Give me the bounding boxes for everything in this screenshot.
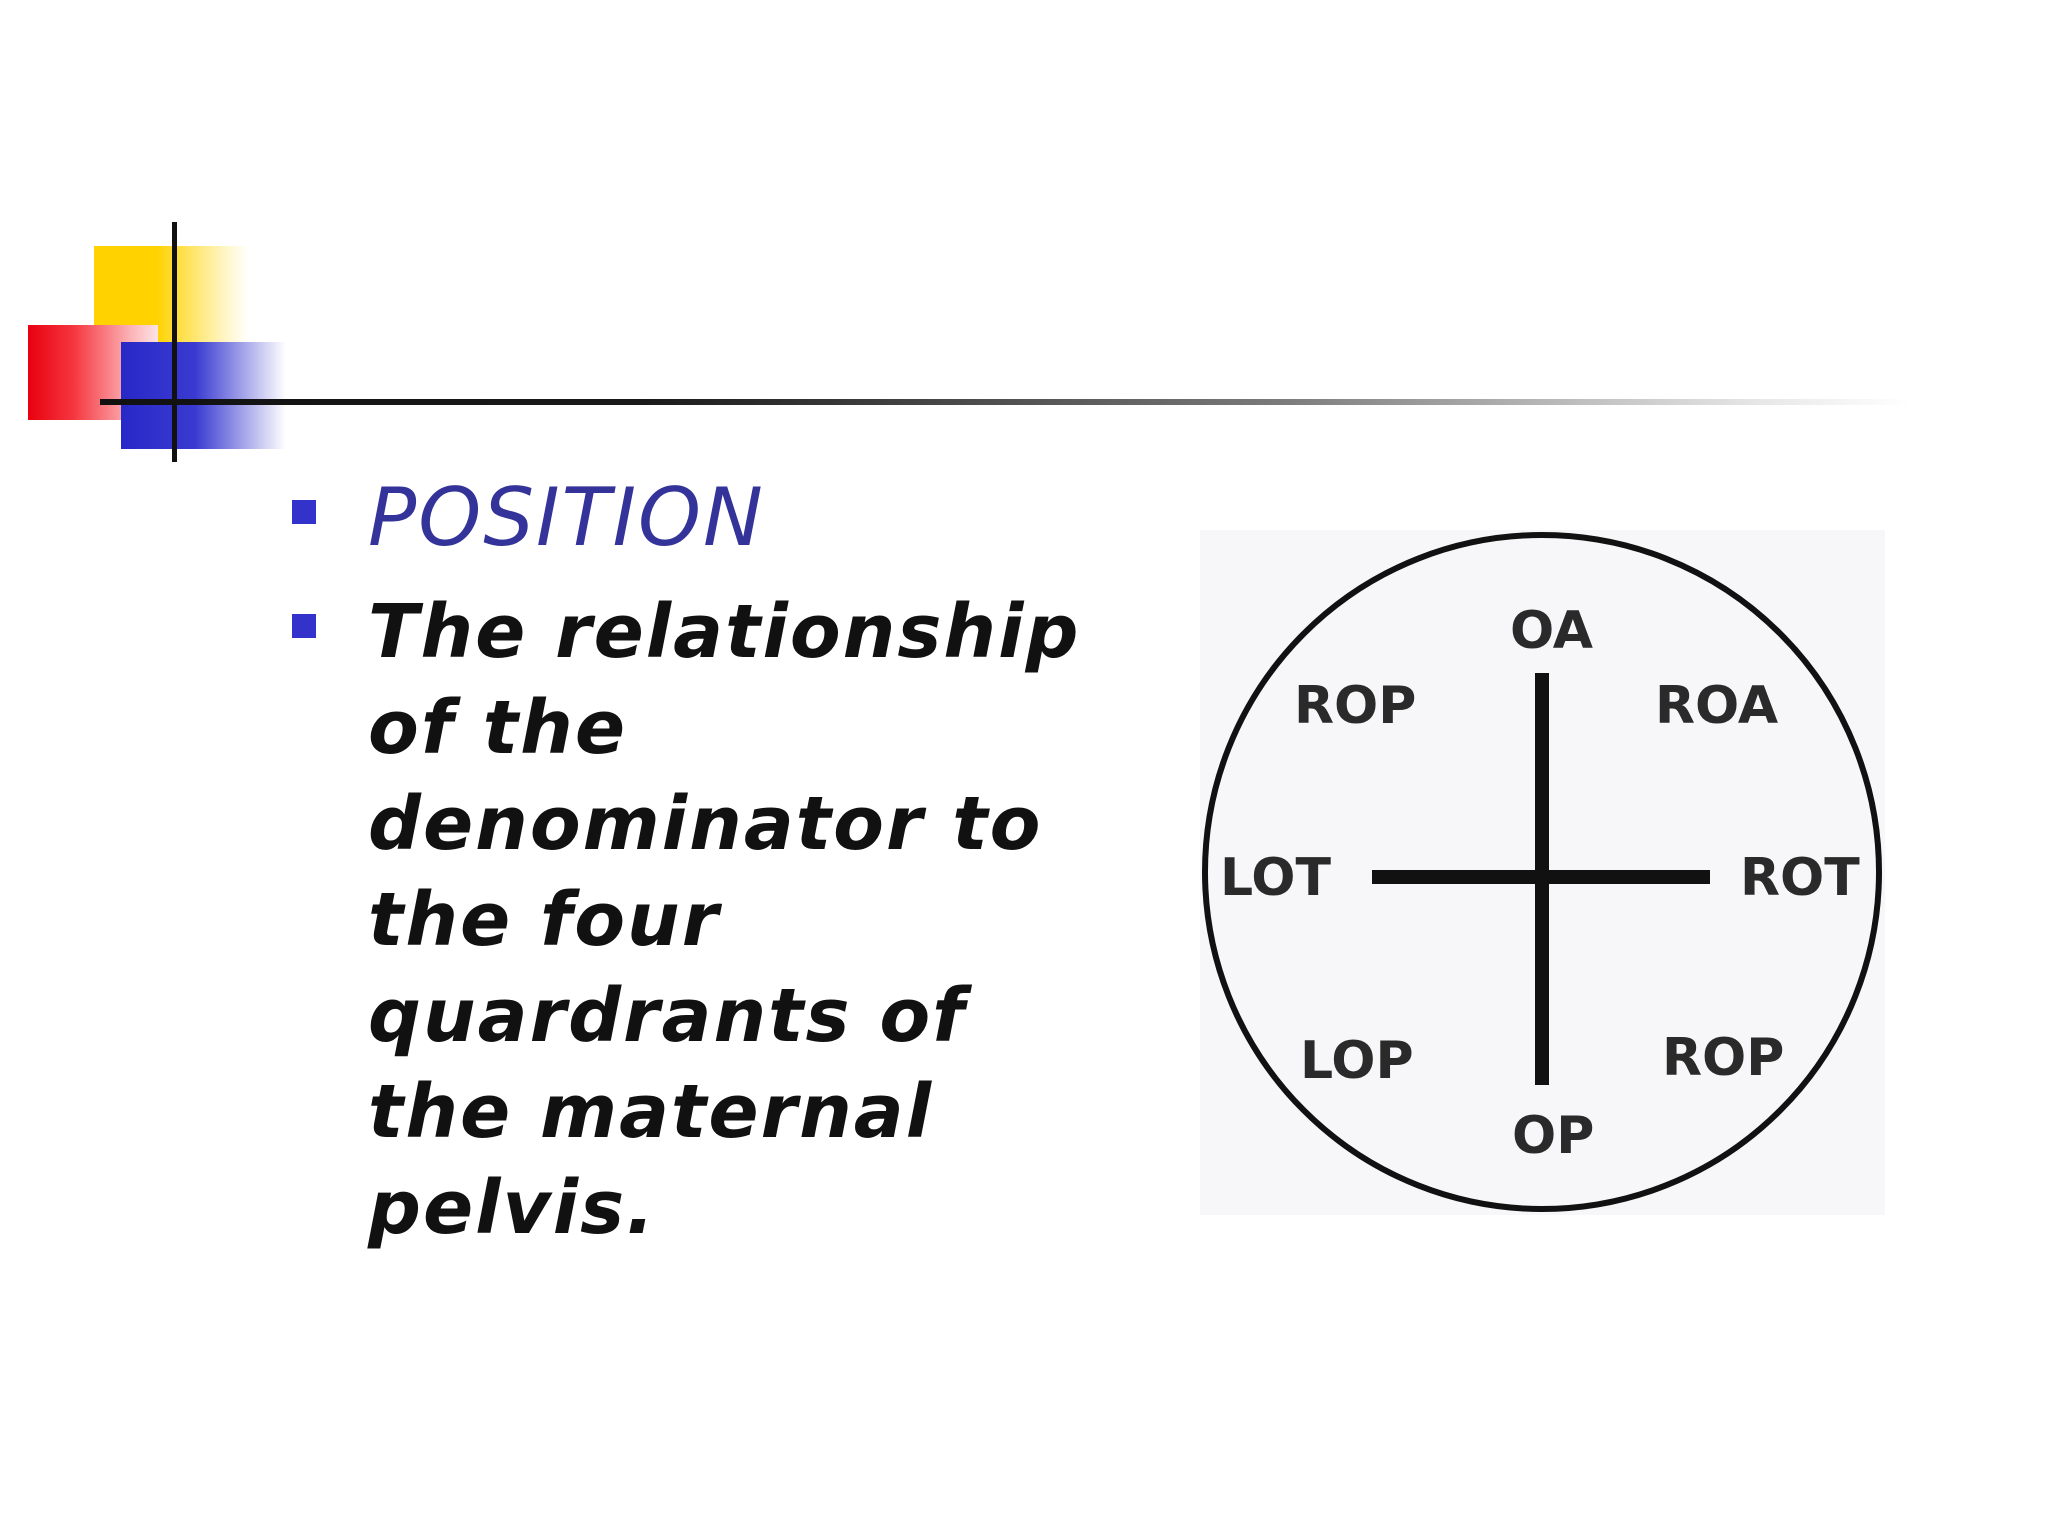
square-bullet-icon bbox=[292, 500, 316, 524]
square-bullet-icon bbox=[292, 614, 316, 638]
decorative-vertical-rule bbox=[172, 222, 177, 462]
pelvis-outline bbox=[1202, 532, 1882, 1212]
bullet-item-definition: The relationship of the denominator to t… bbox=[288, 584, 1108, 1256]
label-rop-upper: ROP bbox=[1294, 676, 1417, 736]
bullet-text: The relationship of the denominator to t… bbox=[368, 589, 1081, 1251]
label-op: OP bbox=[1512, 1106, 1595, 1166]
bullet-list: POSITION The relationship of the denomin… bbox=[288, 470, 1108, 1256]
bullet-text: POSITION bbox=[368, 471, 765, 564]
fetal-position-diagram: OA ROP ROA LOT ROT LOP ROP OP bbox=[1200, 530, 1885, 1215]
pelvis-quadrant-figure bbox=[1202, 532, 1882, 1212]
label-roa: ROA bbox=[1655, 676, 1779, 736]
label-rop-lower: ROP bbox=[1662, 1028, 1785, 1088]
label-lot: LOT bbox=[1220, 848, 1331, 908]
bullet-item-position: POSITION bbox=[288, 470, 1108, 566]
label-oa: OA bbox=[1510, 601, 1594, 661]
decorative-title-rule bbox=[100, 399, 1910, 405]
label-rot: ROT bbox=[1740, 848, 1860, 908]
decorative-blue-square bbox=[121, 342, 286, 449]
label-lop: LOP bbox=[1300, 1031, 1414, 1091]
